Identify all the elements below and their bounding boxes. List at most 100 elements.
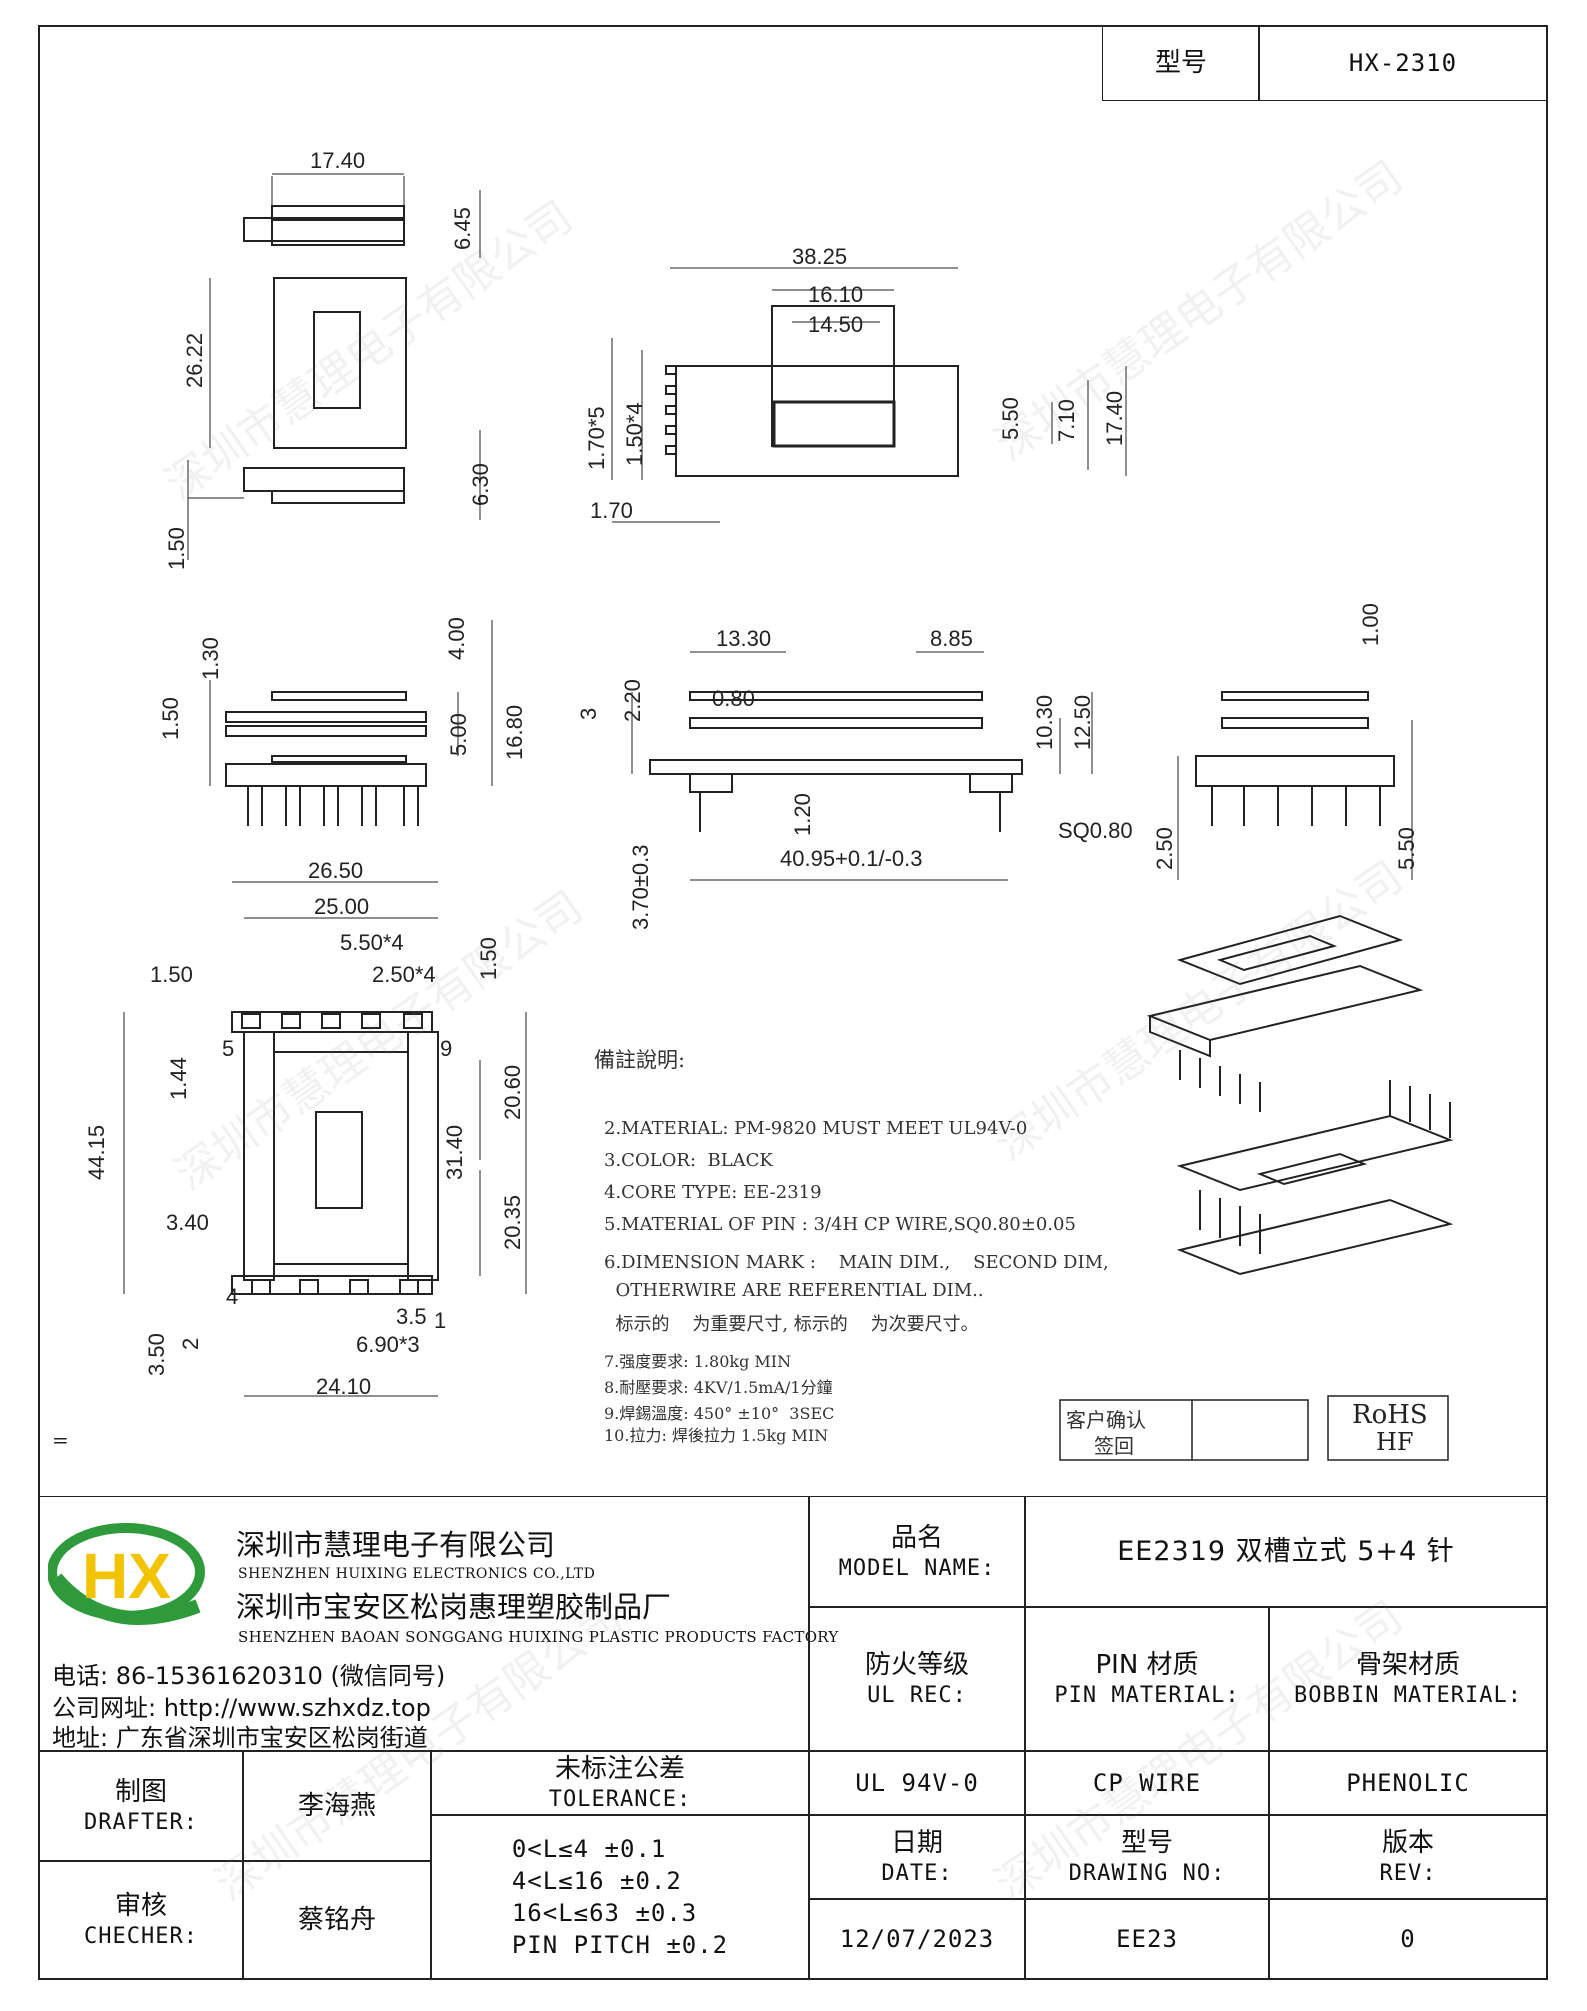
note-line: 10.拉力: 焊後拉力 1.5kg MIN <box>604 1426 829 1445</box>
note-line: 3.COLOR: BLACK <box>604 1150 773 1171</box>
technical-drawing: 17.40 6.45 26.22 6.30 1.50 38.25 16.10 1… <box>84 148 1454 1461</box>
note-line: 8.耐壓要求: 4KV/1.5mA/1分鐘 <box>604 1378 833 1397</box>
dim-text: 16.10 <box>808 282 863 307</box>
drawing-no-label: 型号 DRAWING NO: <box>1024 1814 1270 1900</box>
note-line: 标示的 为重要尺寸, 标示的 为次要尺寸。 <box>604 1314 979 1335</box>
company-name-en: SHENZHEN HUIXING ELECTRONICS CO.,LTD <box>238 1566 596 1582</box>
dim-text: 20.60 <box>500 1065 525 1120</box>
dim-text: 9 <box>440 1036 452 1061</box>
dim-text: 1.50 <box>476 937 501 980</box>
dim-text: 1.50*4 <box>622 402 647 466</box>
dim-text: SQ0.80 <box>1058 818 1133 843</box>
svg-text:HX: HX <box>82 1540 171 1612</box>
pin-material-label: PIN 材质 PIN MATERIAL: <box>1024 1606 1270 1752</box>
dim-text: 1 <box>434 1308 446 1333</box>
dim-text: 3.5 <box>396 1304 427 1329</box>
dim-text: 10.30 <box>1032 695 1057 750</box>
note-line: 9.焊錫溫度: 450° ±10° 3SEC <box>604 1404 835 1423</box>
checker-label: 审核 CHECHER: <box>38 1860 244 1980</box>
front-view-right <box>1177 691 1413 880</box>
dim-text: 2 <box>178 1338 203 1350</box>
drafter-label: 制图 DRAFTER: <box>38 1750 244 1862</box>
rohs-mark: RoHS <box>1352 1400 1428 1430</box>
dim-text: 1.50 <box>164 527 189 570</box>
dim-text: 17.40 <box>1102 391 1127 446</box>
company-phone: 电话: 86-15361620310 (微信同号) <box>52 1662 446 1690</box>
dim-text: 2.50*4 <box>372 962 436 987</box>
top-view <box>187 173 481 560</box>
tolerance-line: 16<L≤63 ±0.3 <box>511 1899 698 1927</box>
rev-label: 版本 REV: <box>1268 1814 1548 1900</box>
dim-text: 6.30 <box>468 463 493 506</box>
tolerance-line: 0<L≤4 ±0.1 <box>511 1835 667 1863</box>
dim-text: 12.50 <box>1070 695 1095 750</box>
bobbin-material-label: 骨架材质 BOBBIN MATERIAL: <box>1268 1606 1548 1752</box>
factory-name-en: SHENZHEN BAOAN SONGGANG HUIXING PLASTIC … <box>238 1628 839 1646</box>
drawing-no-value: EE23 <box>1024 1898 1270 1980</box>
dim-text: 5 <box>222 1036 234 1061</box>
note-line: 5.MATERIAL OF PIN : 3/4H CP WIRE,SQ0.80±… <box>604 1214 1076 1235</box>
dim-text: 4 <box>226 1284 238 1309</box>
tolerance-line: PIN PITCH ±0.2 <box>511 1931 729 1959</box>
dim-text: 2.20 <box>620 679 645 722</box>
dim-text: 2.50 <box>1152 827 1177 870</box>
header-model-value: HX-2310 <box>1258 25 1548 101</box>
note-line: 2.MATERIAL: PM-9820 MUST MEET UL94V-0 <box>604 1118 1028 1139</box>
dim-text: 1.44 <box>166 1057 191 1100</box>
dim-text: 38.25 <box>792 244 847 269</box>
model-name-cn: 品名 <box>890 1523 943 1553</box>
dim-text: 3 <box>576 708 601 720</box>
header-model-label: 型号 <box>1102 25 1260 101</box>
dim-text: 3.50 <box>144 1333 169 1376</box>
note-line: 4.CORE TYPE: EE-2319 <box>604 1182 822 1203</box>
dim-text: 1.20 <box>790 793 815 836</box>
dim-text: 6.90*3 <box>356 1332 420 1357</box>
dim-text: 13.30 <box>716 626 771 651</box>
dim-text: 16.80 <box>502 705 527 760</box>
dim-text: 44.15 <box>84 1125 109 1180</box>
tolerance-line: 4<L≤16 ±0.2 <box>511 1867 682 1895</box>
note-line: 6.DIMENSION MARK : MAIN DIM., SECOND DIM… <box>604 1252 1109 1273</box>
bobbin-material-value: PHENOLIC <box>1268 1750 1548 1816</box>
drafter-name: 李海燕 <box>242 1750 432 1862</box>
model-name-en: MODEL NAME: <box>838 1555 996 1581</box>
tolerance-label: 未标注公差 TOLERANCE: <box>430 1750 810 1816</box>
isometric-view-bottom <box>1176 1080 1454 1276</box>
dim-text: 5.50*4 <box>340 930 404 955</box>
dim-text: 1.30 <box>198 637 223 680</box>
dim-text: 25.00 <box>314 894 369 919</box>
dim-text: 1.50 <box>158 697 183 740</box>
bottom-view <box>123 881 527 1397</box>
dim-text: 5.00 <box>446 713 471 756</box>
tolerance-values: 0<L≤4 ±0.1 4<L≤16 ±0.2 16<L≤63 ±0.3 PIN … <box>430 1814 810 1980</box>
dim-text: 1.00 <box>1358 603 1383 646</box>
dim-text: 31.40 <box>442 1125 467 1180</box>
dim-text: 24.10 <box>316 1374 371 1399</box>
note-line: OTHERWIRE ARE REFERENTIAL DIM.. <box>604 1280 984 1301</box>
rev-value: 0 <box>1268 1898 1548 1980</box>
dim-text: 17.40 <box>310 148 365 173</box>
dim-text: 6.45 <box>450 207 475 250</box>
ul-rec-label: 防火等级 UL REC: <box>808 1606 1026 1752</box>
notes-title: 備註說明: <box>594 1048 686 1072</box>
date-label: 日期 DATE: <box>808 1814 1026 1900</box>
factory-name-cn: 深圳市宝安区松岗惠理塑胶制品厂 <box>236 1590 672 1624</box>
dim-text: 26.50 <box>308 858 363 883</box>
sign-back-label: 签回 <box>1094 1434 1134 1458</box>
company-address: 地址: 广东省深圳市宝安区松岗街道 <box>52 1724 428 1752</box>
front-view-left <box>209 620 493 826</box>
side-view <box>611 267 1127 523</box>
company-name-cn: 深圳市慧理电子有限公司 <box>236 1528 556 1562</box>
company-website: 公司网址: http://www.szhxdz.top <box>52 1694 431 1722</box>
customer-confirm-label: 客户确认 <box>1066 1408 1146 1432</box>
checker-name: 蔡铭舟 <box>242 1860 432 1980</box>
dim-text: 26.22 <box>182 333 207 388</box>
dim-text: 1.50 <box>150 962 193 987</box>
dim-text: 1.70*5 <box>584 406 609 470</box>
dim-text: 0.80 <box>712 686 755 711</box>
dim-text: 8.85 <box>930 626 973 651</box>
equal-mark: = <box>52 1428 69 1452</box>
company-logo-icon: HX <box>48 1523 205 1625</box>
company-block <box>38 1496 810 1752</box>
dim-text: 3.40 <box>166 1210 209 1235</box>
